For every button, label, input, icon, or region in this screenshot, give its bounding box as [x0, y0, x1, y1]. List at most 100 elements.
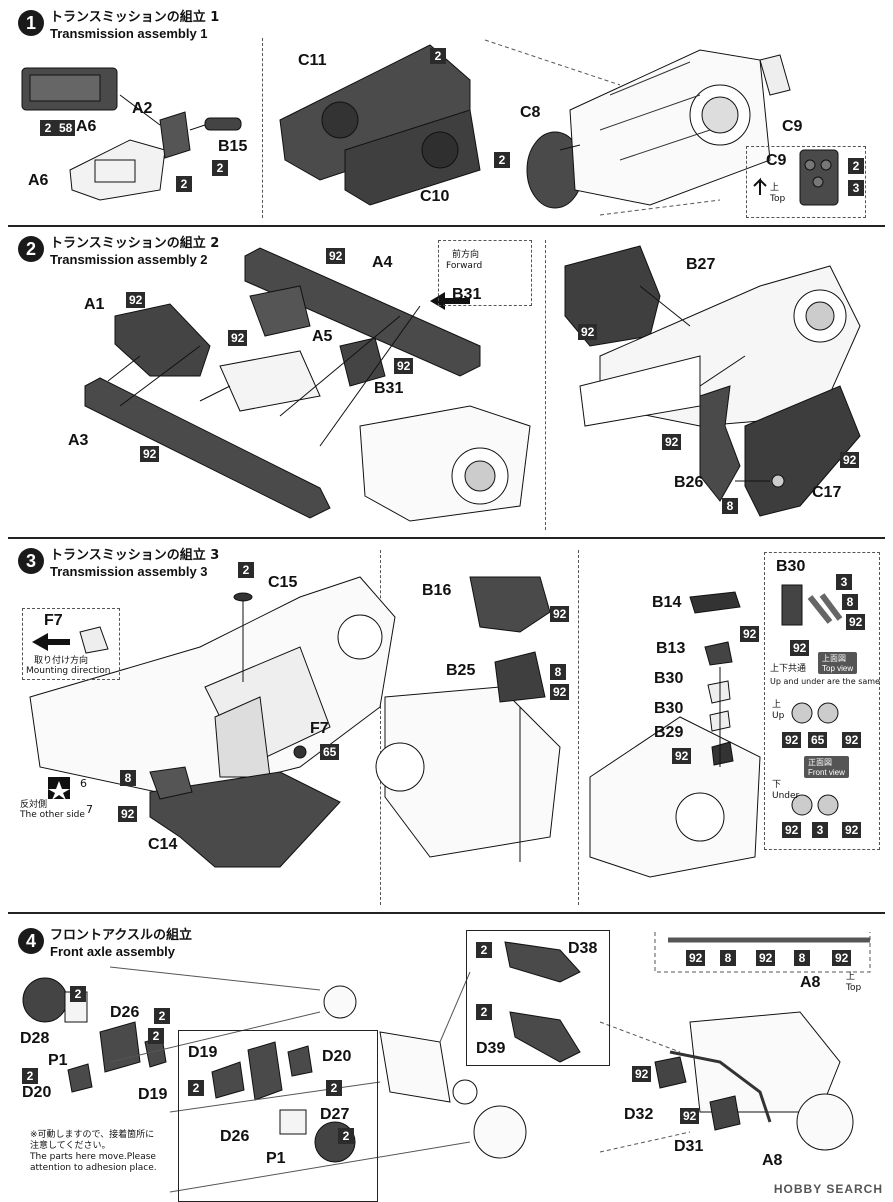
color-chip: 92: [228, 330, 248, 346]
step-title-jp: トランスミッションの組立 3: [50, 548, 220, 563]
step-number: 3: [18, 548, 44, 574]
mount-label-jp: 取り付け方向: [34, 656, 89, 666]
color-chip: 92: [126, 292, 146, 308]
under-label-en: Under: [772, 791, 800, 801]
color-chip: 2: [326, 1080, 342, 1096]
decal-number: 6: [80, 777, 87, 790]
part-d31: D31: [674, 1138, 704, 1155]
part-a8-rod: A8: [800, 974, 821, 991]
top-label-en: Top: [770, 194, 786, 204]
top-label-en: Top: [846, 983, 862, 993]
part-c9-inset: C9: [766, 152, 787, 169]
part-b27: B27: [686, 256, 716, 273]
color-chip: 92: [140, 446, 160, 462]
watermark: HOBBY SEARCH: [773, 1182, 883, 1196]
color-chip: 92: [782, 822, 802, 838]
top-label-jp: 上: [846, 972, 856, 982]
part-b15: B15: [218, 138, 248, 155]
part-b25: B25: [446, 662, 476, 679]
color-chip: 92: [578, 324, 598, 340]
up-label-jp: 上: [772, 700, 782, 710]
step1-divider-a: [262, 38, 263, 218]
part-c17: C17: [812, 484, 842, 501]
color-chip: 58: [56, 120, 76, 136]
color-chip: 65: [808, 732, 828, 748]
part-c11: C11: [298, 52, 327, 69]
forward-inset: [438, 240, 532, 306]
note-en: The parts here move.Please attention to …: [30, 1152, 157, 1173]
other-side-en: The other side: [20, 810, 85, 820]
b30-detail-inset: [764, 552, 880, 850]
c9-detail-inset: [746, 146, 866, 218]
part-b30-inset: B30: [776, 558, 806, 575]
part-d27: D27: [320, 1106, 350, 1123]
same-label-en: Up and under are the same: [770, 677, 880, 686]
part-d19-inset: D19: [188, 1044, 218, 1061]
color-chip: 65: [320, 744, 340, 760]
part-c10: C10: [420, 188, 450, 205]
top-label-jp: 上: [770, 183, 780, 193]
part-d26: D26: [110, 1004, 140, 1021]
color-chip: 92: [680, 1108, 700, 1124]
up-label-en: Up: [772, 711, 785, 721]
note-jp: ※可動しますので、接着箇所に注意してください。: [30, 1130, 155, 1151]
forward-label-en: Forward: [446, 261, 483, 271]
part-a6-small: A6: [76, 118, 97, 135]
color-chip: 92: [672, 748, 692, 764]
color-chip: 2: [70, 986, 86, 1002]
part-b16: B16: [422, 582, 452, 599]
step3-divider-b: [578, 550, 579, 905]
color-chip: 92: [394, 358, 414, 374]
color-chip: 92: [840, 452, 860, 468]
color-chip: 3: [836, 574, 852, 590]
part-d20: D20: [22, 1084, 52, 1101]
part-f7: F7: [310, 720, 329, 737]
part-b30-b: B30: [654, 700, 684, 717]
step4-illustration: [22, 932, 871, 1193]
part-d38: D38: [568, 940, 598, 957]
color-chip: 2: [212, 160, 228, 176]
color-chip: 3: [812, 822, 828, 838]
color-chip: 92: [118, 806, 138, 822]
other-side-jp: 反対側: [20, 800, 48, 810]
color-chip: 8: [722, 498, 738, 514]
color-chip: 8: [120, 770, 136, 786]
step-title-jp: トランスミッションの組立 2: [50, 236, 220, 251]
color-chip: 92: [846, 614, 866, 630]
color-chip: 92: [686, 950, 706, 966]
step-title-en: Front axle assembly: [50, 944, 175, 959]
color-chip: 2: [430, 48, 446, 64]
part-b31: B31: [374, 380, 404, 397]
step3-illustration: [29, 576, 843, 878]
color-chip: 2: [476, 1004, 492, 1020]
part-d39: D39: [476, 1040, 506, 1057]
color-chip: 92: [790, 640, 810, 656]
mounting-direction-inset: [22, 608, 120, 680]
part-a5: A5: [312, 328, 333, 345]
part-f7-inset: F7: [44, 612, 63, 629]
step2-illustration: [84, 245, 861, 522]
color-chip: 8: [794, 950, 810, 966]
step-4-header: 4 フロントアクスルの組立 Front axle assembly: [18, 928, 192, 960]
step-title-en: Transmission assembly 2: [50, 252, 208, 267]
step-title-en: Transmission assembly 3: [50, 564, 208, 579]
part-b14: B14: [652, 594, 682, 611]
part-b29: B29: [654, 724, 684, 741]
part-a4: A4: [372, 254, 393, 271]
step-3-header: 3 トランスミッションの組立 3 Transmission assembly 3: [18, 548, 219, 580]
color-chip: 8: [842, 594, 858, 610]
color-chip: 2: [154, 1008, 170, 1024]
color-chip: 2: [188, 1080, 204, 1096]
step2-divider: [545, 240, 546, 530]
part-c15: C15: [268, 574, 298, 591]
color-chip: 2: [40, 120, 56, 136]
color-chip: 8: [550, 664, 566, 680]
step-number: 1: [18, 10, 44, 36]
part-c8: C8: [520, 104, 541, 121]
forward-label-jp: 前方向: [452, 250, 480, 260]
same-label-jp: 上下共通: [770, 664, 807, 674]
color-chip: 92: [756, 950, 776, 966]
part-d32: D32: [624, 1106, 654, 1123]
